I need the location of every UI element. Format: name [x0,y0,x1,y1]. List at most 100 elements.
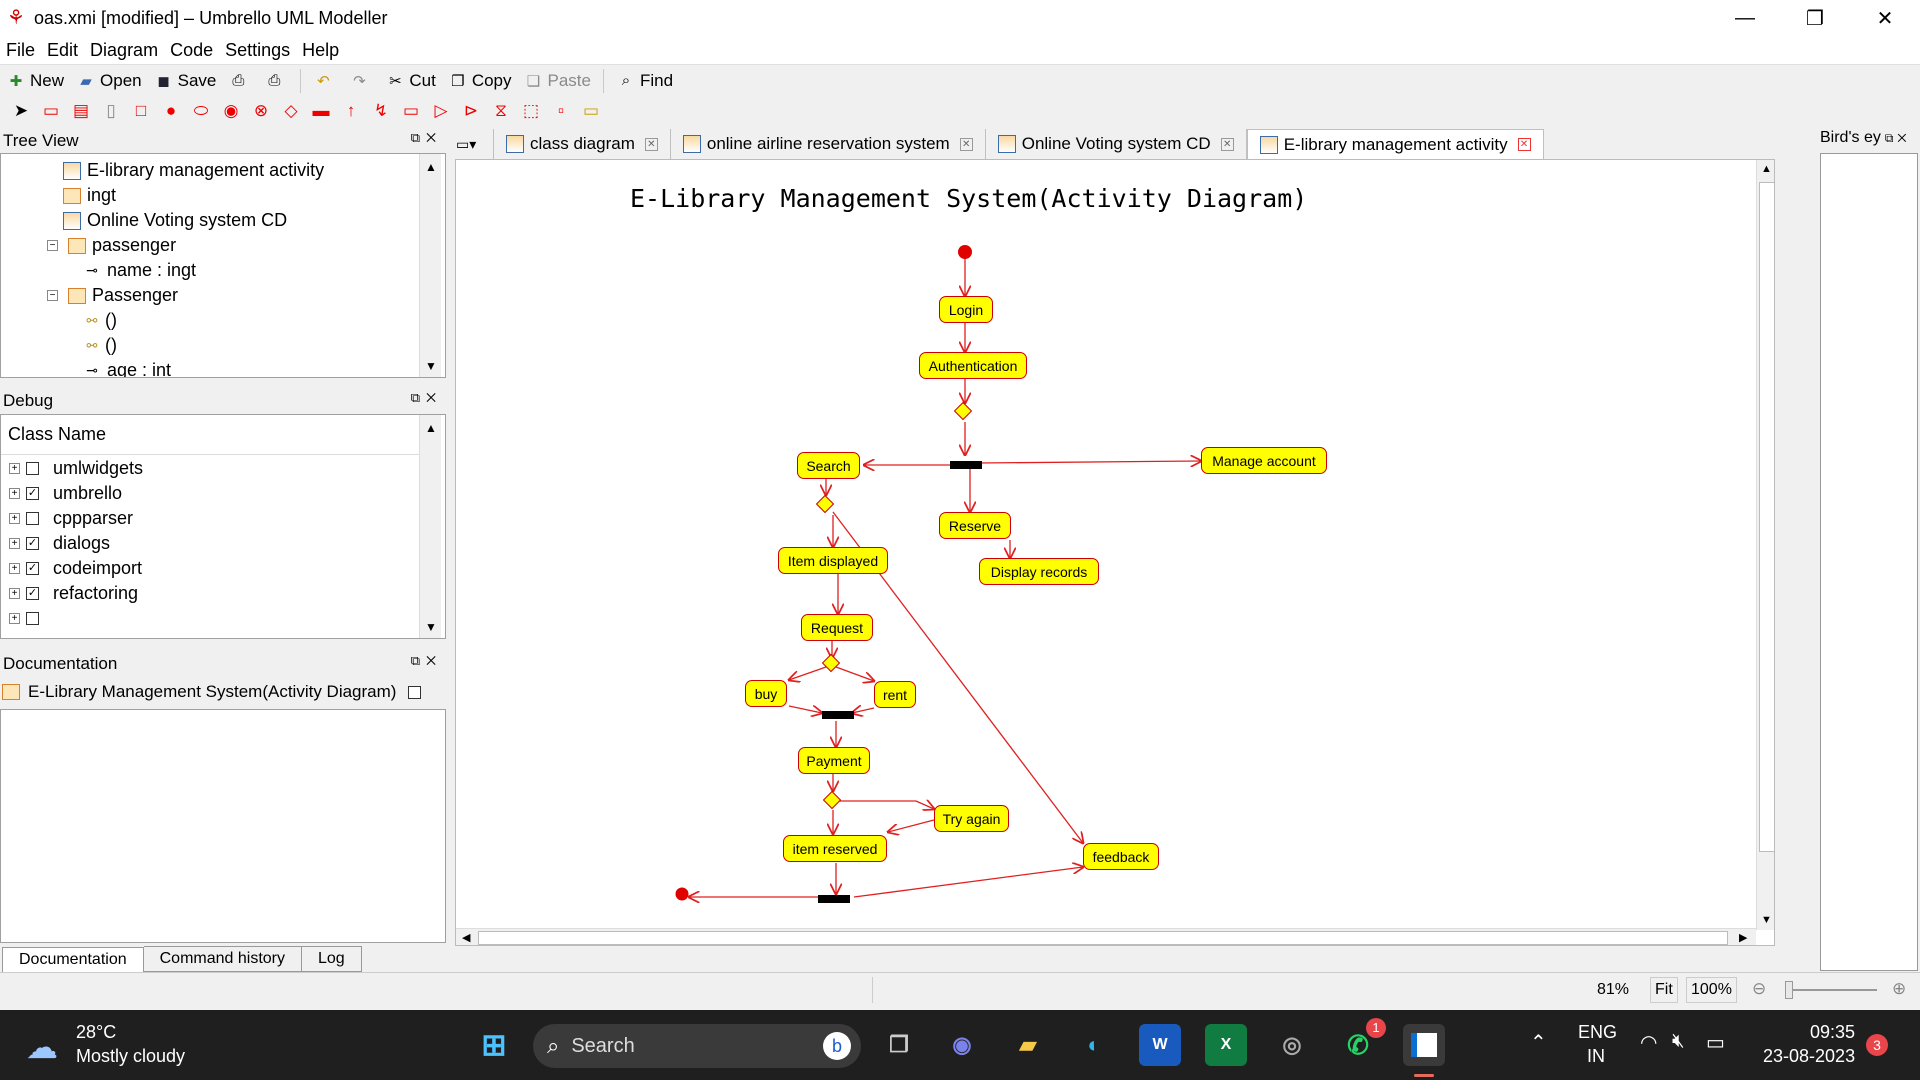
edge-join-feedback[interactable] [853,867,1083,898]
debug-checkbox[interactable]: ✓ [26,487,39,500]
debug-row[interactable]: +umlwidgets [9,456,143,481]
menu-edit[interactable]: Edit [47,39,79,60]
tab-e-library[interactable]: E-library management activity✕ [1246,129,1544,159]
zoom-out-icon[interactable]: ⊖ [1752,979,1767,998]
tree-item[interactable]: Online Voting system CD [63,208,287,233]
edge-decision-rent[interactable] [835,666,874,681]
join-bar-payment[interactable] [822,711,854,719]
print-preview-button[interactable]: ⎙ [258,67,294,95]
expand-icon[interactable]: + [9,488,20,499]
tree-item[interactable]: ⚯() [83,308,117,333]
edge-rent-join[interactable] [852,708,875,713]
whatsapp-icon[interactable]: ✆ [1347,1029,1369,1060]
tree-item[interactable]: ⊸age : int [83,358,171,377]
redo-button[interactable]: ↷ [343,67,379,95]
node-feedback[interactable]: feedback [1083,843,1159,870]
collapse-icon[interactable]: − [47,240,58,251]
tab-online-airline[interactable]: online airline reservation system✕ [671,129,986,159]
debug-checkbox[interactable]: ✓ [26,537,39,550]
edge-buy-join[interactable] [788,706,822,713]
tree-item[interactable]: −passenger [47,233,176,258]
bing-icon[interactable]: b [823,1032,851,1060]
vertical-scroll-thumb[interactable] [1759,182,1774,852]
decision-request[interactable] [821,653,841,673]
debug-checkbox[interactable] [26,612,39,625]
debug-scrollbar[interactable]: ▲ ▼ [419,415,441,638]
close-tab-icon[interactable]: ✕ [1517,138,1531,151]
umbrello-taskbar-icon[interactable] [1403,1024,1445,1066]
diagram-canvas[interactable]: E-Library Management System(Activity Dia… [455,159,1775,946]
debug-dock-buttons[interactable]: ⧉✕ [410,390,442,405]
documentation-checkbox[interactable] [408,685,422,699]
decision-search[interactable] [815,494,835,514]
tab-documentation[interactable]: Documentation [2,947,144,972]
tree-item[interactable]: ⚯() [83,333,117,358]
undo-button[interactable]: ↶ [307,67,343,95]
node-request[interactable]: Request [801,614,873,641]
debug-checkbox[interactable]: ✓ [26,562,39,575]
node-buy[interactable]: buy [745,680,787,707]
weather-cloud-icon[interactable]: ☁ [26,1029,58,1065]
tree-item[interactable]: E-library management activity [63,158,324,183]
expand-icon[interactable]: + [9,563,20,574]
find-button[interactable]: ⌕Find [610,67,679,95]
speaker-muted-icon[interactable]: 🔇︎ [1672,1030,1685,1052]
taskbar-search-box[interactable]: ⌕ Search b [533,1024,861,1068]
tree-item[interactable]: −Passenger [47,283,178,308]
horizontal-scroll-thumb[interactable] [478,931,1728,945]
fork-bar-main[interactable] [950,461,982,469]
initial-activity-icon[interactable]: ● [165,101,177,120]
class-name-column-header[interactable]: Class Name [1,415,419,455]
precondition-icon[interactable]: ▭ [582,101,600,120]
node-reserve[interactable]: Reserve [939,512,1011,539]
input-language[interactable]: ENG [1578,1022,1618,1042]
tree-item[interactable]: ingt [63,183,116,208]
scroll-right-icon[interactable]: ▶ [1739,932,1748,944]
close-tab-icon[interactable]: ✕ [959,137,973,151]
debug-row[interactable]: +✓codeimport [9,556,142,581]
expand-icon[interactable]: + [9,588,20,599]
show-hidden-icons-chevron[interactable]: ⌃ [1530,1032,1547,1054]
decision-payment[interactable] [822,790,842,810]
pin-icon[interactable]: ▫ [557,101,565,120]
close-tab-icon[interactable]: ✕ [1220,137,1234,151]
expand-icon[interactable]: + [9,613,20,624]
documentation-dock-buttons[interactable]: ⧉✕ [410,653,442,668]
tree-item[interactable]: ⊸name : ingt [83,258,196,283]
tab-class-diagram[interactable]: class diagram✕ [494,129,671,159]
copy-button[interactable]: ❐Copy [442,67,518,95]
expand-icon[interactable]: + [9,538,20,549]
birds-eye-dock-buttons[interactable]: ⧉✕ [1884,130,1911,145]
scroll-up-icon[interactable]: ▲ [425,421,437,435]
weather-description[interactable]: Mostly cloudy [76,1046,186,1066]
branch-merge-icon[interactable]: ◇ [284,101,298,120]
object-node-icon[interactable]: ▭ [402,101,420,120]
control-flow-icon[interactable]: ↑ [346,101,356,120]
edge-decision-buy[interactable] [789,666,827,680]
scroll-down-icon[interactable]: ▼ [425,620,437,634]
task-view-icon[interactable]: ❐ [889,1032,909,1057]
edge-decision-tryagain[interactable] [839,801,934,809]
text-line-icon[interactable]: ▭ [42,101,60,120]
send-signal-icon[interactable]: ▷ [434,101,448,120]
scroll-left-icon[interactable]: ◀ [462,932,471,944]
canvas-vertical-scrollbar[interactable]: ▲ ▼ [1756,160,1774,930]
node-login[interactable]: Login [939,296,993,323]
scroll-down-icon[interactable]: ▼ [425,359,437,373]
expand-icon[interactable]: + [9,463,20,474]
initial-node[interactable] [958,245,972,259]
tree-view-dock-buttons[interactable]: ⧉✕ [410,130,442,145]
menu-help[interactable]: Help [302,39,340,60]
edge-fork-manage[interactable] [978,461,1201,463]
debug-checkbox[interactable] [26,462,39,475]
camera-icon[interactable]: ◎ [1282,1032,1302,1057]
node-authentication[interactable]: Authentication [919,352,1027,379]
tab-command-history[interactable]: Command history [143,946,302,972]
maximize-button[interactable]: ❐ [1806,7,1824,30]
region-icon[interactable]: ⬚ [522,101,540,120]
diagram-title[interactable]: E-Library Management System(Activity Dia… [630,184,1308,213]
node-item-displayed[interactable]: Item displayed [778,547,888,574]
menu-settings[interactable]: Settings [225,39,291,60]
node-manage-account[interactable]: Manage account [1201,447,1327,474]
tab-log[interactable]: Log [302,946,362,972]
